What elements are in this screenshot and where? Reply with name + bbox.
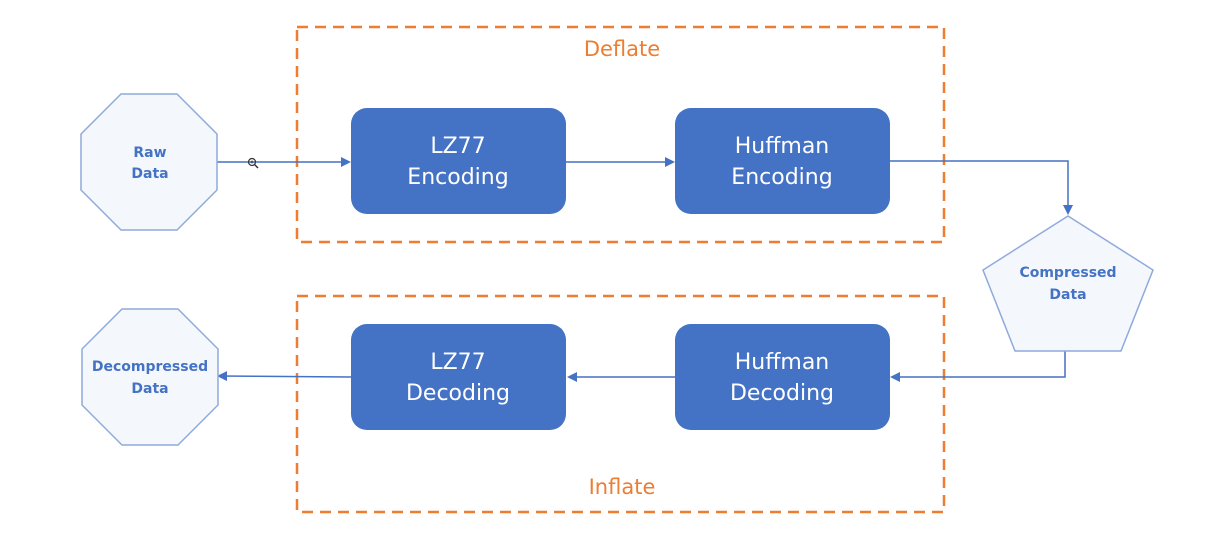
compressed-data-line1: Compressed <box>1019 265 1116 281</box>
lz77-encoding-line2: Encoding <box>407 165 508 190</box>
arrow-huffman-to-compressed <box>890 160 1073 215</box>
huffman-decoding-line1: Huffman <box>735 350 830 375</box>
decompressed-data-line1: Decompressed <box>92 359 208 375</box>
lz77-decoding-line2: Decoding <box>406 381 510 406</box>
decompressed-data-octagon: Decompressed Data <box>81 308 219 446</box>
zoom-cursor-icon <box>247 157 259 169</box>
lz77-encoding-box: LZ77 Encoding <box>351 108 566 214</box>
inflate-group-label: Inflate <box>589 475 656 499</box>
huffman-encoding-line1: Huffman <box>735 134 830 159</box>
raw-data-line1: Raw <box>133 145 166 161</box>
huffman-encoding-box: Huffman Encoding <box>675 108 890 214</box>
arrow-lz77-to-decompressed <box>217 371 352 382</box>
arrow-compressed-to-huffman-decoding <box>890 351 1066 382</box>
lz77-encoding-line1: LZ77 <box>430 134 485 159</box>
deflate-group-label: Deflate <box>584 37 660 61</box>
raw-data-octagon: Raw Data <box>80 93 218 231</box>
huffman-decoding-box: Huffman Decoding <box>675 324 890 430</box>
lz77-decoding-box: LZ77 Decoding <box>351 324 566 430</box>
raw-data-line2: Data <box>131 166 168 182</box>
decompressed-data-line2: Data <box>131 381 168 397</box>
huffman-encoding-line2: Encoding <box>731 165 832 190</box>
huffman-decoding-line2: Decoding <box>730 381 834 406</box>
compressed-data-pentagon: Compressed Data <box>982 215 1154 352</box>
compressed-data-line2: Data <box>1049 287 1086 303</box>
lz77-decoding-line1: LZ77 <box>430 350 485 375</box>
